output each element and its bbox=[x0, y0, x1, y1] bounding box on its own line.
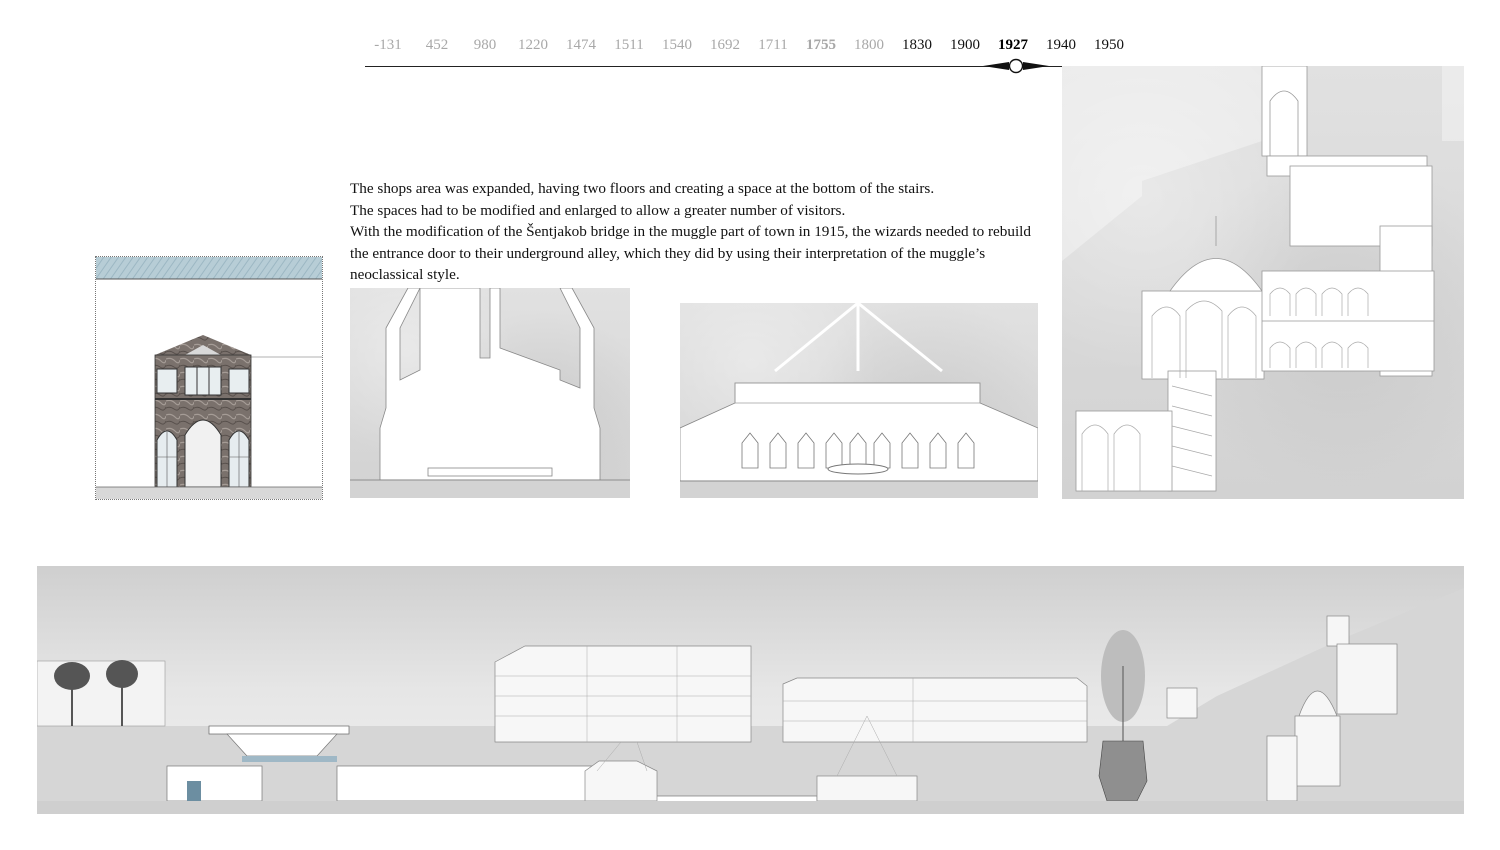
timeline-years: -131 452 980 1220 1474 1511 1540 1692 1711 1755 18… bbox=[365, 37, 1135, 57]
timeline-slider-icon[interactable] bbox=[981, 58, 1051, 74]
timeline-year-1927[interactable]: 1927 bbox=[998, 37, 1028, 53]
alley-entrance-section bbox=[350, 288, 630, 498]
timeline-year-1950[interactable]: 1950 bbox=[1094, 37, 1124, 53]
description-line: The shops area was expanded, having two … bbox=[350, 180, 935, 197]
timeline-year-1540[interactable]: 1540 bbox=[662, 37, 692, 53]
timeline-year-1755[interactable]: 1755 bbox=[806, 37, 836, 53]
timeline: -131 452 980 1220 1474 1511 1540 1692 1711 1755 18… bbox=[365, 30, 1135, 75]
timeline-year-1711[interactable]: 1711 bbox=[758, 37, 788, 53]
timeline-year-1474[interactable]: 1474 bbox=[566, 37, 596, 53]
entrance-facade-elevation bbox=[95, 256, 323, 500]
timeline-year-1800[interactable]: 1800 bbox=[854, 37, 884, 53]
timeline-year-1511[interactable]: 1511 bbox=[614, 37, 644, 53]
timeline-year-1692[interactable]: 1692 bbox=[710, 37, 740, 53]
description-line: With the modification of the Šentjakob b… bbox=[350, 223, 1031, 284]
timeline-axis bbox=[365, 66, 1135, 67]
shops-hall-section bbox=[680, 303, 1038, 498]
timeline-year-1220[interactable]: 1220 bbox=[518, 37, 548, 53]
description-line: The spaces had to be modified and enlarg… bbox=[350, 201, 846, 219]
timeline-year-1940[interactable]: 1940 bbox=[1046, 37, 1076, 53]
timeline-year-980[interactable]: 980 bbox=[473, 37, 497, 53]
description-text: The shops area was expanded, having two … bbox=[350, 178, 1050, 286]
timeline-year-452[interactable]: 452 bbox=[425, 37, 449, 53]
timeline-year-1900[interactable]: 1900 bbox=[950, 37, 980, 53]
stair-tower-section bbox=[1062, 66, 1464, 499]
town-long-section bbox=[37, 566, 1464, 814]
timeline-year--131[interactable]: -131 bbox=[374, 37, 402, 53]
timeline-year-1830[interactable]: 1830 bbox=[902, 37, 932, 53]
